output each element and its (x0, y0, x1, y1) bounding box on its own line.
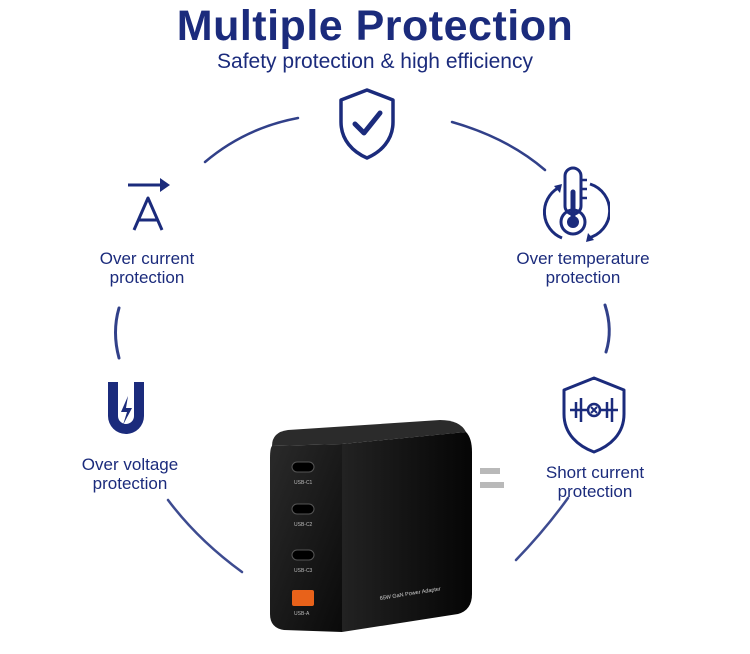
short-current-line2: protection (557, 482, 633, 501)
usb-c2-label: USB-C2 (294, 522, 313, 528)
plug-prongs-icon (480, 468, 504, 488)
charger-product-image: USB-C1 USB-C2 USB-C3 USB-A 65W GaN Power… (270, 420, 504, 632)
thermometer-cycle-icon (542, 166, 610, 242)
over-voltage-line2: protection (92, 474, 168, 493)
arc-top-left (203, 116, 300, 164)
arc-bottom-right (514, 496, 570, 562)
arc-bottom-left (166, 498, 244, 574)
charger-top-face (272, 420, 466, 446)
usb-a-label: USB-A (294, 611, 310, 617)
over-voltage-label: Over voltage protection (60, 455, 200, 493)
shield-circuit-icon (562, 376, 626, 454)
charger-front-face (270, 444, 342, 632)
usb-ports (291, 461, 315, 606)
over-temperature-line2: protection (545, 268, 621, 287)
magnet-bolt-icon (108, 382, 144, 434)
page-title: Multiple Protection (176, 2, 574, 50)
arc-top-right (450, 120, 547, 172)
over-voltage-line1: Over voltage (81, 455, 179, 474)
over-current-label: Over current protection (72, 249, 222, 287)
usb-c3-label: USB-C3 (294, 568, 313, 574)
usb-c1-port (291, 461, 315, 473)
ammeter-arrow-icon (128, 178, 170, 231)
short-current-label: Short current protection (520, 463, 670, 501)
short-current-line1: Short current (545, 463, 645, 482)
over-current-line1: Over current (99, 249, 195, 268)
usb-c3-port (291, 549, 315, 561)
shield-check-icon (339, 88, 395, 160)
arc-left (114, 306, 121, 360)
charger-side-face (342, 432, 472, 632)
arc-right (603, 303, 611, 354)
page-subtitle: Safety protection & high efficiency (217, 50, 533, 73)
over-current-line2: protection (109, 268, 185, 287)
usb-a-port (292, 590, 314, 606)
over-temperature-label: Over temperature protection (498, 249, 668, 287)
over-temperature-line1: Over temperature (516, 249, 650, 268)
usb-c2-port (291, 503, 315, 515)
usb-c1-label: USB-C1 (294, 480, 313, 486)
